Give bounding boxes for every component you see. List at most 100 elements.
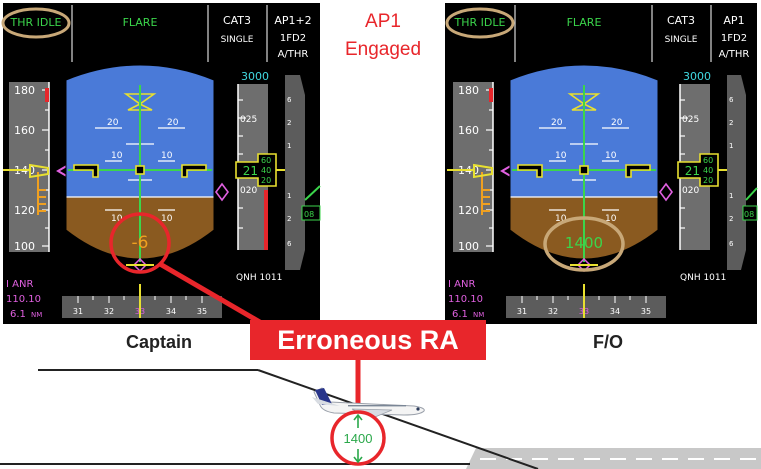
ra-down-arrow-icon: [353, 449, 363, 464]
altitude-readout-window: [677, 153, 719, 187]
altitude-drum-value: 40: [703, 166, 713, 175]
vs-pointer-value: 08: [304, 210, 314, 219]
vs-tick-label: 2: [287, 215, 291, 223]
fma-thrust-mode: THR IDLE: [10, 16, 62, 29]
qnh-setting: QNH 1011: [680, 273, 726, 283]
ils-distance-unit: NM: [473, 311, 484, 319]
captain-caption: Captain: [125, 332, 192, 352]
pitch-label: 10: [605, 151, 617, 161]
qnh-setting: QNH 1011: [236, 273, 282, 283]
altitude-tape: 3000 025 020 21 60 40 20: [235, 70, 290, 250]
speed-tape: 180 160 140 120 100: [3, 82, 71, 253]
pitch-label: 20: [107, 118, 119, 128]
captain-ra-alert-ring: [109, 212, 171, 274]
pfd-first-officer: THR IDLE FLARE CAT3 SINGLE AP1 1FD2 A/TH…: [445, 3, 758, 324]
aircraft-symbol-center: [135, 165, 145, 175]
altitude-readout-main: 21: [685, 164, 700, 178]
fma-approach-capability: CAT3: [667, 14, 695, 27]
speed-reference-pointer: [29, 163, 49, 179]
pitch-label: 20: [611, 118, 623, 128]
pitch-label: 10: [161, 151, 173, 161]
heading-tick-label: 35: [197, 307, 207, 316]
altitude-tick-label: 020: [682, 186, 699, 196]
speed-tick-label: 160: [458, 124, 479, 137]
speed-tape: 180 160 140 120 100: [447, 82, 515, 253]
thr-idle-highlight-ring: [445, 7, 515, 39]
pitch-label: 10: [111, 151, 123, 161]
aircraft-symbol-center: [579, 165, 589, 175]
vs-tick-label: 1: [287, 142, 291, 150]
vertical-speed-indicator: 6 2 1 1 2 6 08: [727, 75, 758, 270]
fma-flight-director-status: 1FD2: [280, 33, 306, 44]
altitude-tape: 3000 025 020 21 60 40 20: [677, 70, 730, 250]
speed-tick-label: 160: [14, 124, 35, 137]
heading-tick-label: 32: [548, 307, 558, 316]
heading-tick-label: 31: [73, 307, 83, 316]
altitude-tick-label: 020: [240, 186, 257, 196]
fma-vertical-mode: FLARE: [123, 16, 158, 29]
ap1-annotation-line2: Engaged: [345, 39, 421, 60]
vs-pointer-value: 08: [744, 210, 754, 219]
heading-tick-label: 31: [517, 307, 527, 316]
altitude-drum-value: 20: [261, 176, 271, 185]
fma-approach-sub: SINGLE: [665, 35, 698, 45]
fma-approach-capability: CAT3: [223, 14, 251, 27]
speed-tick-label: 180: [458, 84, 479, 97]
altitude-tick-label: 025: [682, 115, 699, 125]
heading-tape: 31 32 33 34 35: [62, 284, 222, 318]
vs-tick-label: 2: [729, 119, 733, 127]
altitude-drum-value: 20: [703, 176, 713, 185]
aircraft-symbol-left-wing: [73, 164, 99, 178]
vertical-speed-indicator: 6 2 1 1 2 6 08: [285, 75, 321, 270]
pfd-captain: THR IDLE FLARE CAT3 SINGLE AP1+2 1FD2 A/…: [1, 3, 321, 324]
thr-idle-highlight-ring: [1, 7, 71, 39]
fma-dividers: [71, 5, 268, 62]
ils-identifier: I ANR: [448, 279, 475, 290]
heading-tick-label: 34: [166, 307, 176, 316]
fma-vertical-mode: FLARE: [567, 16, 602, 29]
selected-altitude: 3000: [241, 70, 269, 83]
fma-dividers: [514, 5, 712, 62]
ils-frequency: 110.10: [6, 294, 41, 305]
vs-tick-label: 6: [729, 240, 734, 248]
fma-approach-sub: SINGLE: [221, 35, 254, 45]
alpha-protection-band: [37, 172, 46, 215]
fma-flight-director-status: 1FD2: [721, 33, 747, 44]
altitude-readout-main: 21: [243, 164, 258, 178]
vmax-red-band: [489, 88, 493, 102]
fma-autopilot-status: AP1+2: [274, 14, 311, 27]
pitch-label: 10: [555, 214, 567, 224]
alpha-protection-band: [481, 172, 490, 215]
pitch-label: 10: [161, 214, 173, 224]
altitude-drum-value: 40: [261, 166, 271, 175]
vs-tick-label: 1: [729, 142, 733, 150]
aircraft-ra-circle: [330, 410, 386, 466]
fma-autopilot-status: AP1: [723, 14, 744, 27]
vs-tick-label: 6: [287, 96, 292, 104]
fo-ra-highlight-ring: [543, 216, 625, 272]
aircraft-ra-value: 1400: [344, 431, 373, 446]
speed-tick-label: 180: [14, 84, 35, 97]
heading-tick-label: 32: [104, 307, 114, 316]
selected-altitude: 3000: [683, 70, 711, 83]
altitude-drum-value: 60: [261, 156, 271, 165]
altitude-tick-label: 025: [240, 115, 257, 125]
vs-tick-label: 6: [287, 240, 292, 248]
speed-tick-label: 100: [14, 240, 35, 253]
vs-needle: [304, 185, 321, 201]
heading-tape: 31 32 33 34 35: [506, 284, 666, 318]
ra-up-arrow-icon: [353, 413, 363, 428]
aircraft-symbol-left-wing: [517, 164, 543, 178]
fma-thrust-mode: THR IDLE: [454, 16, 506, 29]
erroneous-ra-callout: Erroneous RA: [250, 320, 486, 360]
pitch-label: 20: [167, 118, 179, 128]
radio-altitude-readout: -6: [132, 233, 149, 253]
radio-altitude-readout: 1400: [565, 234, 603, 252]
speed-reference-pointer: [473, 163, 493, 179]
ils-identifier: I ANR: [6, 279, 33, 290]
ils-frequency: 110.10: [448, 294, 483, 305]
fma-autothrust-status: A/THR: [278, 49, 309, 60]
glideslope-diamond: [215, 182, 229, 202]
